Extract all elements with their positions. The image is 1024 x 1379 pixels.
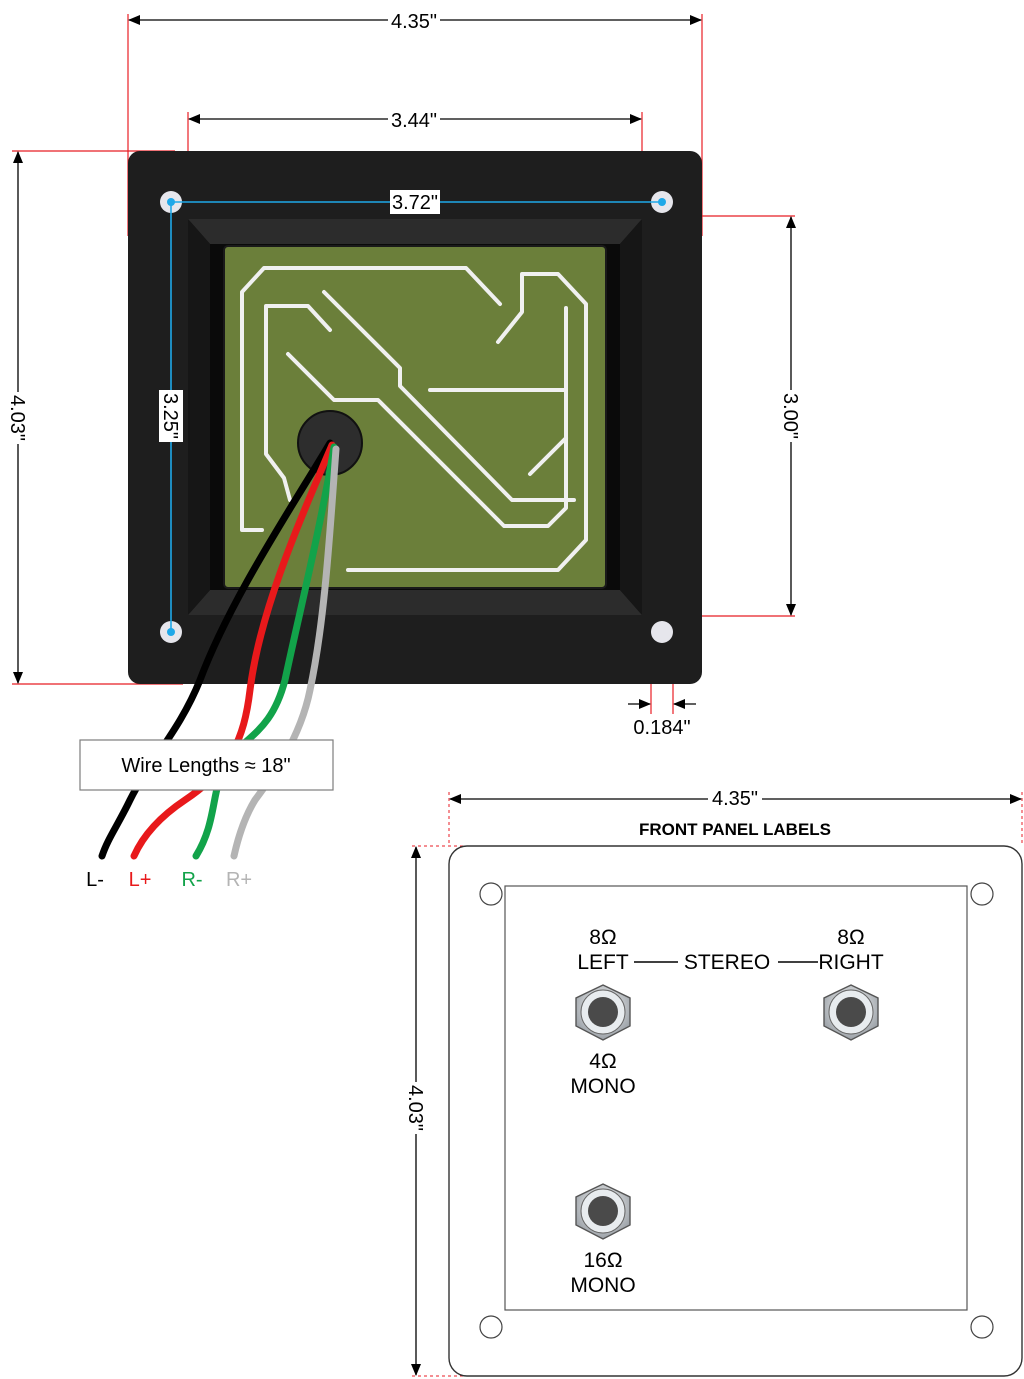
- dim-hole-spacing-vertical: 3.25": [159, 393, 181, 439]
- front-panel-outline: [448, 845, 1023, 1377]
- wire-r-minus: [192, 443, 338, 860]
- dim-outer-height: 4.03": [6, 395, 28, 441]
- front-dim-height: 4.03": [404, 1085, 426, 1131]
- front-panel-title: FRONT PANEL LABELS: [639, 820, 831, 839]
- jack-right: [823, 984, 879, 1041]
- mono4-label: MONO: [570, 1075, 635, 1098]
- front-dim-width: 4.35": [712, 788, 758, 810]
- wire-length-note: Wire Lengths ≈ 18": [121, 755, 290, 777]
- dim-hole-spacing-horizontal: 3.72": [392, 192, 438, 214]
- mono4-ohms-label: 4Ω: [589, 1050, 616, 1073]
- dim-inner-width: 3.44": [391, 110, 437, 132]
- front-label-area: [504, 885, 968, 1311]
- circuit-board: [223, 245, 607, 589]
- wires: [98, 439, 340, 860]
- front-hole-bottom-right: [970, 1315, 994, 1339]
- wire-label-r-plus: R+: [226, 869, 252, 891]
- bezel-bevel: [188, 219, 642, 244]
- pcb-traces: [240, 266, 588, 572]
- mounting-hole-bottom-right: [651, 621, 673, 643]
- jack-mono-16: [575, 1183, 631, 1240]
- dim-cutout-height: 3.00": [779, 393, 801, 439]
- wire-label-r-minus: R-: [181, 869, 202, 891]
- mono16-ohms-label: 16Ω: [583, 1249, 622, 1272]
- wire-r-plus: [230, 445, 340, 860]
- right-label: RIGHT: [818, 951, 884, 974]
- wire-l-minus: [98, 439, 334, 860]
- wire-label-l-minus: L-: [86, 869, 104, 891]
- front-hole-bottom-left: [479, 1315, 503, 1339]
- left-ohms-label: 8Ω: [589, 926, 616, 949]
- stereo-label: STEREO: [684, 951, 770, 974]
- right-ohms-label: 8Ω: [837, 926, 864, 949]
- front-hole-top-left: [479, 882, 503, 906]
- wire-length-note-box: [79, 739, 334, 791]
- jack-left: [575, 984, 631, 1041]
- left-label: LEFT: [577, 951, 629, 974]
- wire-l-plus: [130, 441, 336, 860]
- front-view: 4.35" 4.03" FRONT PANEL LABELS 8Ω LEFT S…: [404, 788, 1023, 1377]
- wire-label-l-plus: L+: [129, 869, 152, 891]
- dim-outer-width: 4.35": [391, 11, 437, 33]
- mono16-label: MONO: [570, 1274, 635, 1297]
- front-hole-top-right: [970, 882, 994, 906]
- rear-view: 4.35" 3.44" 3.72" 4.03" 3.25" 3.00" 0.18…: [6, 8, 803, 891]
- dim-hole-diameter: 0.184": [633, 717, 690, 739]
